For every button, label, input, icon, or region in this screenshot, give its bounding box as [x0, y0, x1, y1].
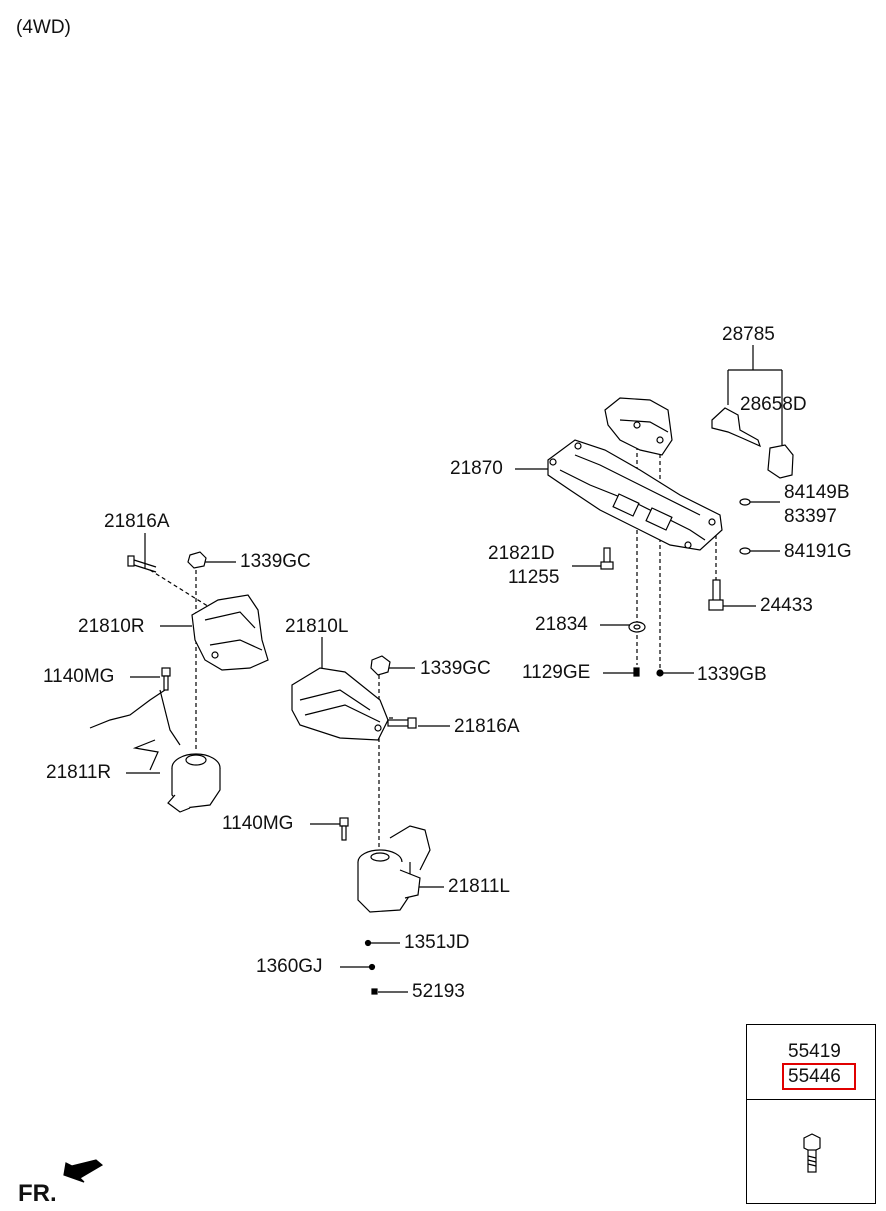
nut-1339GC-mid [370, 655, 391, 676]
label-21870: 21870 [450, 458, 503, 479]
bolt-icon [803, 1133, 821, 1173]
label-1339GC-left: 1339GC [240, 551, 311, 572]
label-1351JD: 1351JD [404, 932, 470, 953]
legend-highlight [782, 1063, 856, 1090]
front-direction-label: FR. [18, 1180, 57, 1207]
crossmember-21870 [547, 439, 723, 551]
label-21821D: 21821D [488, 543, 555, 564]
label-1339GC-mid: 1339GC [420, 658, 491, 679]
label-1339GB: 1339GB [697, 664, 767, 685]
small-fasteners [364, 939, 378, 995]
label-1140MG-mid: 1140MG [222, 813, 294, 834]
label-1140MG-left: 1140MG [43, 666, 115, 687]
pins-right [633, 667, 664, 677]
bolt-21816A-mid [387, 717, 417, 729]
label-84191G: 84191G [784, 541, 852, 562]
bolt-21816A-top [127, 555, 157, 573]
legend-divider [747, 1099, 875, 1100]
leader-lines [126, 345, 783, 993]
bolt-24433 [708, 579, 724, 611]
label-21816A-mid: 21816A [454, 716, 520, 737]
label-21811L: 21811L [448, 876, 510, 897]
label-84149B: 84149B [784, 482, 850, 503]
nut-1339GC-left [187, 551, 207, 569]
label-21811R: 21811R [46, 762, 112, 783]
label-21816A-top: 21816A [104, 511, 170, 532]
label-21810L: 21810L [285, 616, 349, 637]
label-1360GJ: 1360GJ [256, 956, 323, 977]
label-11255: 11255 [508, 567, 560, 588]
label-1129GE: 1129GE [522, 662, 591, 683]
label-52193: 52193 [412, 981, 465, 1002]
clips [739, 498, 751, 555]
variant-title: (4WD) [16, 17, 71, 38]
engine-mount-21811R [89, 689, 221, 813]
legend-part-55446[interactable]: 55446 [788, 1066, 841, 1087]
label-21834: 21834 [535, 614, 588, 635]
legend-box [746, 1024, 876, 1204]
transmission-bracket [604, 397, 673, 456]
engine-mount-21811L [357, 825, 431, 913]
label-24433: 24433 [760, 595, 813, 616]
bolt-1140MG-mid [339, 817, 349, 841]
label-83397: 83397 [784, 506, 837, 527]
label-28785: 28785 [722, 324, 775, 345]
fr-arrow-icon [63, 1159, 104, 1183]
label-28658D: 28658D [740, 394, 807, 415]
bracket-21810L [291, 667, 389, 741]
bracket-21810R [191, 594, 269, 671]
hanger-28658D [711, 407, 794, 479]
legend-part-55419: 55419 [788, 1041, 841, 1062]
washer-21834 [628, 621, 646, 633]
bolt-21821D [600, 547, 614, 570]
bolt-1140MG-left [161, 667, 171, 691]
label-21810R: 21810R [78, 616, 145, 637]
